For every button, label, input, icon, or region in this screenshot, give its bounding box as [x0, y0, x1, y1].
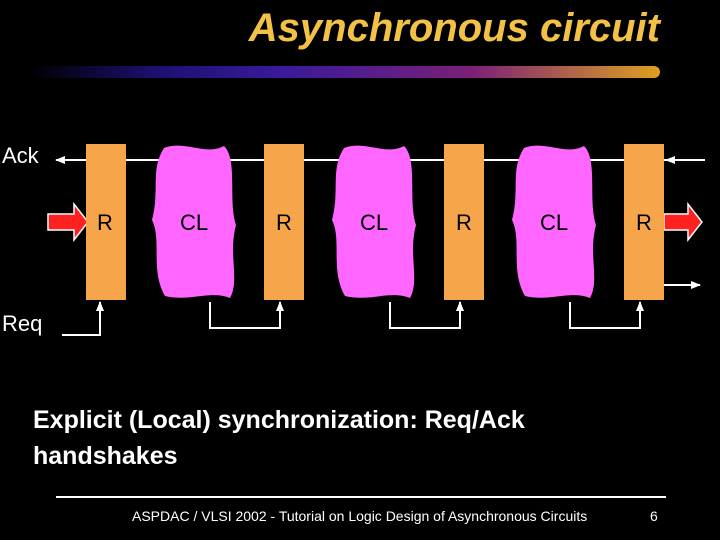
logic-label: CL — [540, 210, 568, 235]
register-label: R — [97, 210, 113, 235]
logic-label: CL — [360, 210, 388, 235]
logic-block-1 — [152, 145, 236, 298]
logic-block-3 — [512, 145, 596, 298]
block-labels: R CL R CL R CL R — [97, 210, 652, 235]
footer-divider — [56, 496, 666, 498]
register-2 — [264, 144, 304, 300]
data-flow-arrows — [47, 201, 703, 243]
logic-label: CL — [180, 210, 208, 235]
register-4 — [624, 144, 664, 300]
title-underline-bar — [30, 66, 660, 78]
output-arrow — [663, 201, 703, 243]
register-blocks — [86, 144, 664, 300]
req-wires — [62, 281, 701, 336]
slide-title: Asynchronous circuit — [248, 6, 660, 50]
req-label: Req — [2, 311, 43, 336]
bullet-text: Explicit (Local) synchronization: Req/Ac… — [33, 406, 525, 470]
register-label: R — [276, 210, 292, 235]
register-3 — [444, 144, 484, 300]
register-label: R — [636, 210, 652, 235]
input-arrow — [47, 201, 89, 243]
ack-label: Ack — [2, 143, 39, 168]
register-label: R — [456, 210, 472, 235]
footer-text: ASPDAC / VLSI 2002 - Tutorial on Logic D… — [132, 508, 588, 524]
logic-block-2 — [332, 145, 416, 298]
page-number: 6 — [650, 508, 658, 524]
logic-blocks — [152, 145, 596, 298]
register-1 — [86, 144, 126, 300]
